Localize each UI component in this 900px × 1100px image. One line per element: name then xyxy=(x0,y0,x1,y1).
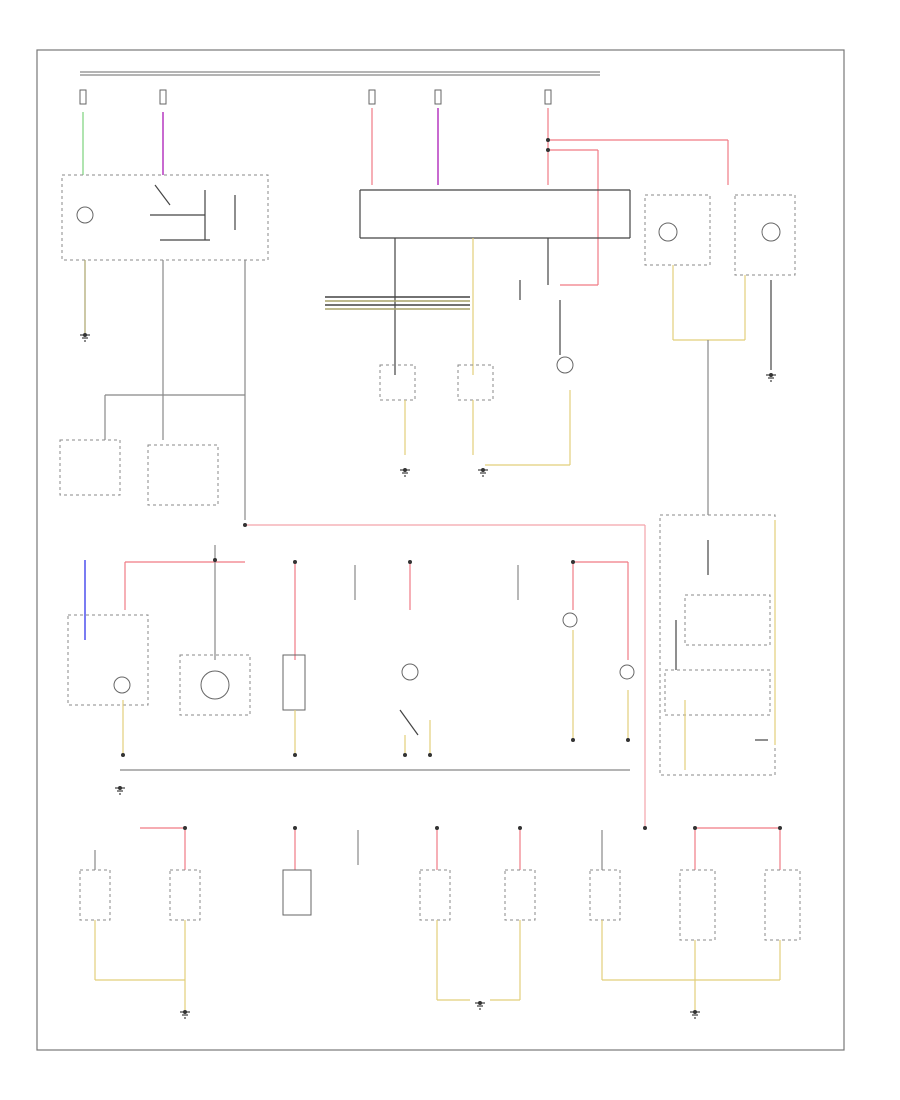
bottom-returns xyxy=(94,920,781,1010)
switch-icon xyxy=(379,364,416,401)
fuse-icon xyxy=(368,89,376,105)
lamp-icon xyxy=(200,670,230,700)
lamp-icon xyxy=(556,356,574,374)
lamp-icon xyxy=(658,222,678,242)
right-middle-module xyxy=(659,514,776,776)
fuse-icon xyxy=(159,89,167,105)
middle-components xyxy=(67,612,635,755)
fuse-row xyxy=(79,89,552,105)
harness xyxy=(325,296,470,310)
lamp-icon xyxy=(113,676,131,694)
center-switches xyxy=(379,300,574,466)
fuse-icon xyxy=(544,89,552,105)
ground-icon xyxy=(115,787,125,795)
lamp-icon xyxy=(761,222,781,242)
fuse-icon xyxy=(434,89,442,105)
lamp-icon xyxy=(619,664,635,680)
center-module xyxy=(359,189,631,375)
bottom-components xyxy=(79,869,801,941)
switch-icon xyxy=(457,364,494,401)
connector-icon xyxy=(147,444,219,506)
fuse-bus xyxy=(80,71,600,76)
top-feed-wires xyxy=(82,108,729,286)
left-connector xyxy=(59,394,245,506)
switch-icon xyxy=(67,614,149,706)
lamp-icon xyxy=(401,663,419,681)
fuse-icon xyxy=(79,89,87,105)
connector-icon xyxy=(59,439,121,496)
middle-red-bus xyxy=(124,524,646,828)
left-module xyxy=(61,174,269,520)
lamp-icon xyxy=(562,612,578,628)
diagram-frame xyxy=(36,49,845,1051)
junction-dots xyxy=(121,138,782,830)
bottom-red-bus xyxy=(94,827,781,870)
lamp-icon xyxy=(76,206,94,224)
right-upper-lamps xyxy=(644,194,796,515)
